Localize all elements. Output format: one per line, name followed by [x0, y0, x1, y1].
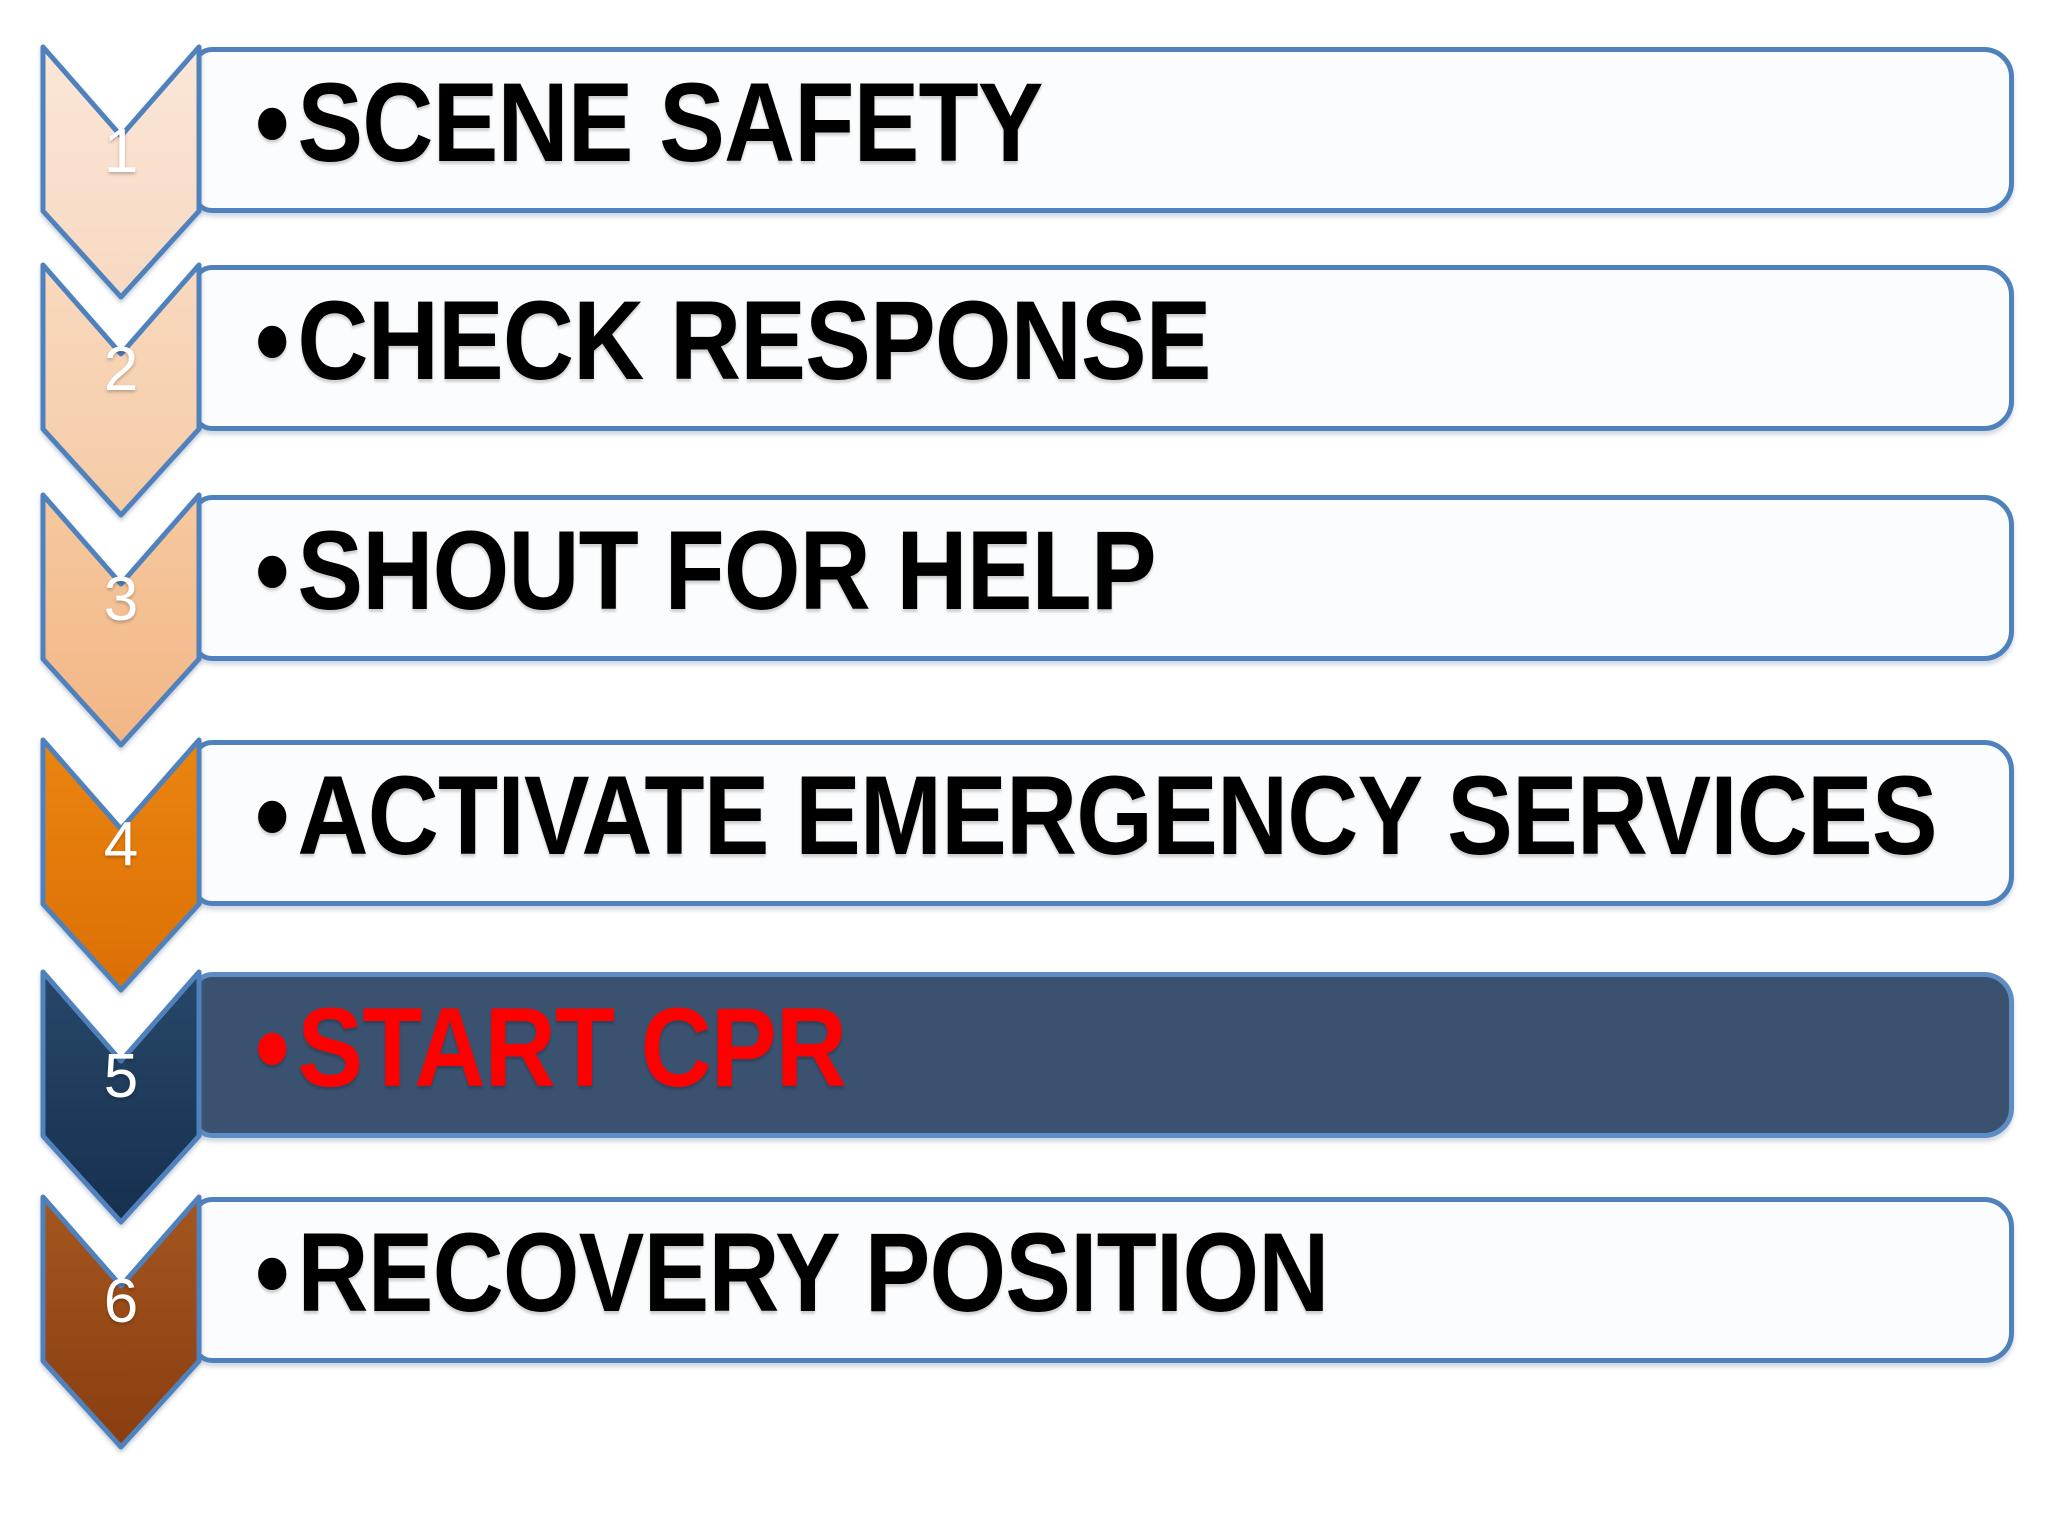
step-label: SCENE SAFETY — [297, 59, 1043, 185]
step-label: START CPR — [297, 984, 847, 1110]
bullet-marker: • — [255, 984, 290, 1110]
bullet-marker: • — [255, 59, 290, 185]
step-bar-3: •SHOUT FOR HELP — [192, 495, 2014, 661]
step-bar-4: •ACTIVATE EMERGENCY SERVICES — [192, 740, 2014, 906]
step-bar-2: •CHECK RESPONSE — [192, 265, 2014, 431]
bullet-marker: • — [255, 277, 290, 403]
step-label: ACTIVATE EMERGENCY SERVICES — [297, 752, 1937, 878]
step-label: RECOVERY POSITION — [297, 1209, 1329, 1335]
step-number-2: 2 — [103, 335, 139, 404]
step-number-6: 6 — [103, 1267, 139, 1336]
step-number-1: 1 — [103, 117, 139, 186]
step-row-2: •CHECK RESPONSE 2 — [0, 262, 2048, 525]
step-text-1: •SCENE SAFETY — [255, 58, 1044, 187]
step-row-5: •START CPR 5 — [0, 969, 2048, 1232]
bullet-marker: • — [255, 1209, 290, 1335]
step-label: CHECK RESPONSE — [297, 277, 1211, 403]
step-text-2: •CHECK RESPONSE — [255, 276, 1212, 405]
step-text-5: •START CPR — [255, 983, 847, 1112]
step-label: SHOUT FOR HELP — [297, 507, 1156, 633]
chevron-down-arrow-2 — [40, 262, 202, 518]
step-bar-6: •RECOVERY POSITION — [192, 1197, 2014, 1363]
step-row-3: •SHOUT FOR HELP 3 — [0, 492, 2048, 755]
chevron-down-arrow-1 — [40, 44, 202, 300]
step-text-4: •ACTIVATE EMERGENCY SERVICES — [255, 751, 1938, 880]
step-number-3: 3 — [103, 565, 139, 634]
step-row-1: •SCENE SAFETY 1 — [0, 44, 2048, 307]
chevron-down-arrow-3 — [40, 492, 202, 748]
step-text-6: •RECOVERY POSITION — [255, 1208, 1329, 1337]
step-row-4: •ACTIVATE EMERGENCY SERVICES 4 — [0, 737, 2048, 1000]
step-bar-1: •SCENE SAFETY — [192, 47, 2014, 213]
chevron-down-arrow-4 — [40, 737, 202, 993]
step-bar-5: •START CPR — [192, 972, 2014, 1138]
step-number-5: 5 — [103, 1042, 139, 1111]
chevron-down-arrow-5 — [40, 969, 202, 1225]
step-row-6: •RECOVERY POSITION 6 — [0, 1194, 2048, 1457]
chevron-down-arrow-6 — [40, 1194, 202, 1450]
bullet-marker: • — [255, 507, 290, 633]
step-number-4: 4 — [103, 810, 139, 879]
bullet-marker: • — [255, 752, 290, 878]
step-text-3: •SHOUT FOR HELP — [255, 506, 1157, 635]
